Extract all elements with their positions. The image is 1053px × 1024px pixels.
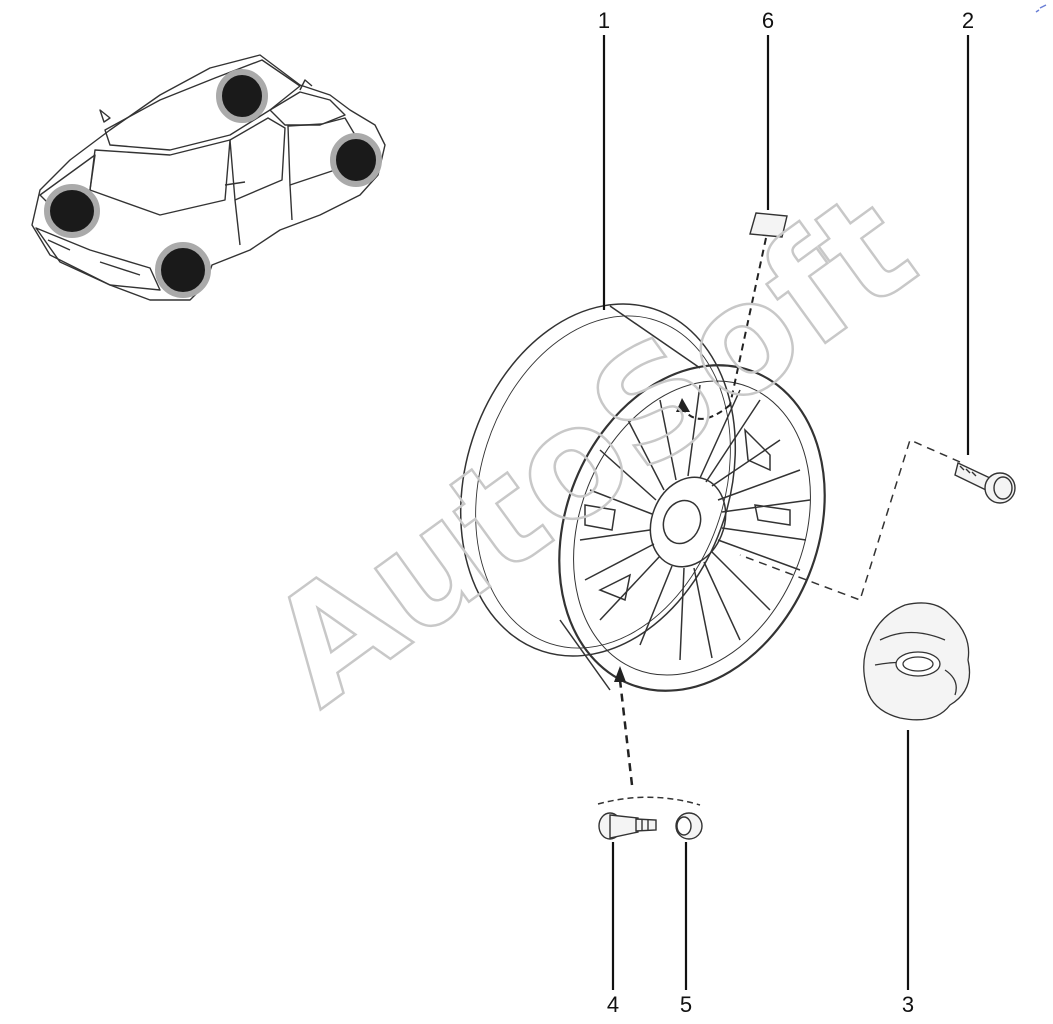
alloy-wheel-illustration xyxy=(459,303,826,692)
callout-5: 5 xyxy=(680,992,692,1017)
valve-hole-arrow xyxy=(614,666,634,786)
callout-4: 4 xyxy=(607,992,619,1017)
valve-group-arc xyxy=(597,796,701,806)
label-position-arrow xyxy=(676,237,767,420)
callout-6: 6 xyxy=(762,8,774,33)
callout-labels: 1 2 3 4 5 6 xyxy=(598,8,974,1017)
callout-1: 1 xyxy=(598,8,610,33)
watermark-text: AutoSoft xyxy=(239,160,945,739)
bolt-leader-line xyxy=(739,438,961,601)
balance-label-part xyxy=(749,212,788,238)
tire-valve-part xyxy=(598,812,657,840)
corner-mark xyxy=(1035,4,1047,13)
wheel-highlight-front-left xyxy=(44,184,100,238)
leader-lines xyxy=(602,35,970,990)
callout-3: 3 xyxy=(902,992,914,1017)
valve-cap-part xyxy=(675,812,703,840)
wheel-highlight-front-right xyxy=(155,242,211,298)
watermark: AutoSoft xyxy=(238,159,946,741)
wheel-bolt-part xyxy=(954,462,1016,504)
wheel-highlight-rear-right xyxy=(330,133,382,187)
wheel-highlight-rear-left xyxy=(216,69,268,123)
callout-2: 2 xyxy=(962,8,974,33)
center-cap-part xyxy=(863,602,971,721)
